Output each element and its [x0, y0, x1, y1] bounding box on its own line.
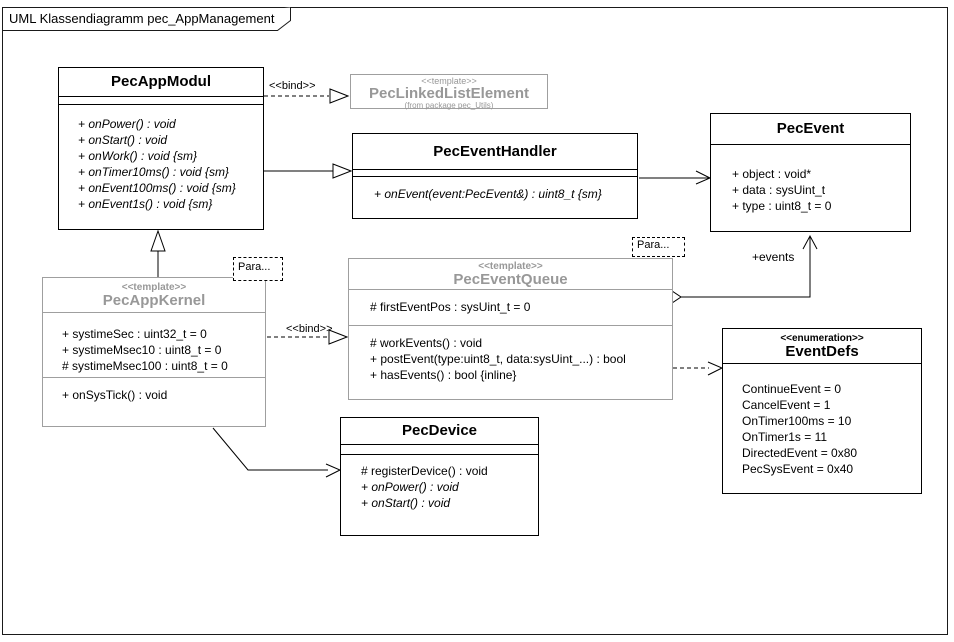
bind-label-modul: <<bind>>	[269, 80, 316, 92]
operation: + onTimer10ms() : void {sm}	[78, 165, 229, 179]
operation: + onSysTick() : void	[62, 388, 168, 402]
class-name: PecEventHandler	[433, 142, 557, 160]
enum-literal: OnTimer1s = 11	[742, 430, 828, 444]
operation: + onPower() : void	[361, 480, 459, 494]
operation: + onEvent(event:PecEvent&) : uint8_t {sm…	[374, 187, 602, 201]
stereotype: <<enumeration>>	[780, 332, 864, 344]
template-parameter-box-kernel: Para...	[233, 257, 283, 281]
class-header: <<enumeration>> EventDefs	[723, 329, 921, 363]
events-role-label: +events	[752, 250, 795, 264]
generalization-kernel-to-modul	[150, 229, 166, 277]
enum-literal: DirectedEvent = 0x80	[742, 446, 858, 460]
class-name: PecEvent	[776, 120, 845, 137]
class-header: <<template>> PecAppKernel	[43, 278, 265, 312]
class-name: PecLinkedListElement	[368, 85, 530, 102]
enum-literal: ContinueEvent = 0	[742, 382, 842, 396]
operations-compartment: # registerDevice() : void + onPower() : …	[341, 454, 538, 535]
operations-compartment: + onPower() : void + onStart() : void + …	[59, 104, 263, 229]
attributes-compartment: + object : void* + data : sysUint_t + ty…	[711, 144, 910, 231]
operation: + hasEvents() : bool {inline}	[370, 368, 517, 382]
enum-literal: PecSysEvent = 0x40	[742, 462, 854, 476]
dependency-eventqueue-to-eventdefs	[673, 361, 724, 376]
operation: + onStart() : void	[361, 496, 451, 510]
operations-compartment: + onSysTick() : void	[43, 377, 265, 426]
attributes-compartment	[341, 444, 538, 454]
class-pec-event: PecEvent + object : void* + data : sysUi…	[710, 113, 911, 232]
operation: + postEvent(type:uint8_t, data:sysUint_.…	[370, 352, 626, 366]
attribute: # systimeMsec100 : uint8_t = 0	[62, 359, 228, 373]
attribute: + object : void*	[732, 167, 812, 181]
class-header: <<template>> PecEventQueue	[349, 259, 672, 289]
generalization-modul-to-eventhandler	[264, 163, 353, 179]
operation: # registerDevice() : void	[361, 464, 488, 478]
diagram-title: UML Klassendiagramm pec_AppManagement	[9, 11, 275, 26]
attribute: + data : sysUint_t	[732, 183, 826, 197]
class-name: PecDevice	[401, 422, 478, 439]
attributes-compartment: # firstEventPos : sysUint_t = 0	[349, 289, 672, 325]
class-pec-event-queue: <<template>> PecEventQueue # firstEventP…	[348, 258, 673, 400]
attributes-compartment	[59, 96, 263, 104]
attribute: + type : uint8_t = 0	[732, 199, 832, 213]
stereotype: <<template>>	[121, 281, 187, 293]
operation: + onStart() : void	[78, 133, 168, 147]
enum-literal: OnTimer100ms = 10	[742, 414, 852, 428]
operations-compartment: + onEvent(event:PecEvent&) : uint8_t {sm…	[353, 176, 637, 218]
class-name: PecAppModul	[111, 73, 211, 90]
attributes-compartment: + systimeSec : uint32_t = 0 + systimeMse…	[43, 312, 265, 377]
class-pec-device: PecDevice # registerDevice() : void + on…	[340, 417, 539, 536]
class-name: PecEventQueue	[453, 270, 568, 288]
template-parameter-box-queue: Para...	[632, 237, 685, 257]
literals-compartment: ContinueEvent = 0 CancelEvent = 1 OnTime…	[723, 363, 921, 493]
association-eventhandler-to-pecevent	[639, 170, 712, 185]
operations-compartment: # workEvents() : void + postEvent(type:u…	[349, 325, 672, 399]
association-kernel-to-pecdevice	[212, 427, 342, 478]
class-pec-app-kernel: <<template>> PecAppKernel + systimeSec :…	[42, 277, 266, 427]
attribute: # firstEventPos : sysUint_t = 0	[370, 300, 531, 314]
operation: + onEvent1s() : void {sm}	[78, 197, 213, 211]
operation: # workEvents() : void	[370, 336, 483, 350]
bind-label-kernel: <<bind>>	[286, 323, 333, 335]
class-pec-app-modul: PecAppModul + onPower() : void + onStart…	[58, 67, 264, 230]
class-name: EventDefs	[785, 342, 859, 360]
enum-literal: CancelEvent = 1	[742, 398, 831, 412]
stereotype: <<template>>	[421, 76, 477, 86]
operation: + onEvent100ms() : void {sm}	[78, 181, 236, 195]
attribute: + systimeSec : uint32_t = 0	[62, 327, 207, 341]
class-pec-event-handler: PecEventHandler + onEvent(event:PecEvent…	[352, 133, 638, 219]
operation: + onWork() : void {sm}	[78, 149, 198, 163]
from-package-note: (from package pec_Utils)	[404, 101, 494, 110]
attribute: + systimeMsec10 : uint8_t = 0	[62, 343, 222, 357]
operation: + onPower() : void	[78, 117, 176, 131]
stereotype: <<template>>	[478, 260, 543, 272]
class-event-defs: <<enumeration>> EventDefs ContinueEvent …	[722, 328, 922, 494]
class-pec-linked-list-element: <<template>> PecLinkedListElement (from …	[350, 74, 548, 110]
attributes-compartment	[353, 169, 637, 176]
class-name: PecAppKernel	[102, 291, 206, 309]
